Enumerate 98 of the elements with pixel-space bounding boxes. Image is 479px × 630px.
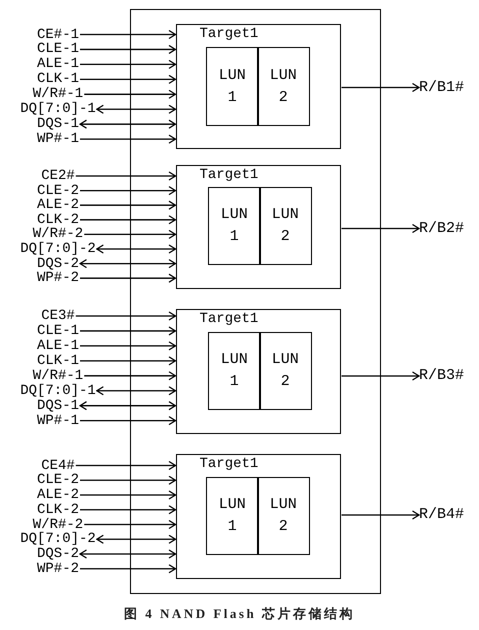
signal-label: CLK-1 xyxy=(36,354,79,368)
signal-label: CE4# xyxy=(41,458,75,472)
arrow xyxy=(80,200,176,210)
double-arrow xyxy=(96,386,176,396)
signal-label: W/R#-2 xyxy=(32,518,84,532)
signal-label: WP#-1 xyxy=(36,414,79,428)
signal-label: W/R#-1 xyxy=(32,87,84,102)
signal-label: WP#-2 xyxy=(36,271,79,286)
signal-label: CE2# xyxy=(41,169,75,183)
signal-label: WP#-2 xyxy=(36,562,79,576)
arrow xyxy=(80,416,176,426)
lun-box xyxy=(206,477,258,555)
signal-label: R/B3# xyxy=(419,368,464,384)
arrow xyxy=(80,74,176,84)
arrow xyxy=(342,510,420,520)
arrow xyxy=(80,60,176,69)
signal-label: CLE-2 xyxy=(36,473,79,488)
signal-label: CLE-1 xyxy=(36,324,79,338)
arrow xyxy=(342,82,420,92)
double-arrow xyxy=(79,549,176,559)
lun-box xyxy=(257,477,310,555)
target-box xyxy=(176,454,340,578)
double-arrow xyxy=(96,534,176,544)
signal-label: DQS-1 xyxy=(36,117,79,132)
signal-label: ALE-2 xyxy=(36,198,79,212)
double-arrow xyxy=(79,259,176,268)
lun-box xyxy=(257,47,310,126)
arrow xyxy=(80,341,176,350)
target-label: Target1 xyxy=(200,456,258,472)
signal-label: CE#-1 xyxy=(36,28,79,42)
lun-label: LUN 2 xyxy=(270,495,297,537)
arrow xyxy=(80,186,176,196)
signal-label: DQ[7:0]-1 xyxy=(20,384,96,398)
arrow xyxy=(80,134,176,144)
arrow xyxy=(76,311,176,321)
double-arrow xyxy=(96,244,176,254)
target-box xyxy=(176,164,340,288)
signal-label: W/R#-1 xyxy=(32,368,84,383)
signal-label: R/B1# xyxy=(419,80,464,96)
signal-label: DQS-2 xyxy=(36,256,79,271)
signal-label: ALE-1 xyxy=(36,338,79,353)
arrow xyxy=(76,460,176,470)
signal-label: DQS-2 xyxy=(36,547,79,561)
signal-label: DQ[7:0]-2 xyxy=(20,532,96,546)
arrow xyxy=(80,356,176,366)
lun-box xyxy=(259,187,312,265)
signal-label: CE3# xyxy=(41,309,75,323)
arrow xyxy=(80,326,176,336)
signal-label: DQ[7:0]-2 xyxy=(20,242,96,256)
arrow xyxy=(80,505,176,514)
arrow xyxy=(80,490,176,500)
lun-box xyxy=(208,332,260,410)
signal-label: DQ[7:0]-1 xyxy=(20,102,96,116)
double-arrow xyxy=(79,120,176,129)
arrow xyxy=(80,44,176,54)
arrow xyxy=(80,274,176,283)
arrow xyxy=(84,90,176,99)
arrow xyxy=(84,371,176,380)
lun-label: LUN 1 xyxy=(220,350,248,392)
signal-label: DQS-1 xyxy=(36,398,79,413)
lun-box xyxy=(208,187,260,265)
arrow xyxy=(80,476,176,485)
signal-label: W/R#-2 xyxy=(32,227,84,242)
target-label: Target1 xyxy=(200,26,258,42)
double-arrow xyxy=(79,401,176,410)
arrow xyxy=(342,371,420,381)
arrow xyxy=(76,171,176,181)
signal-label: CLK-1 xyxy=(36,72,79,86)
arrow xyxy=(342,224,420,234)
signal-label: CLK-2 xyxy=(36,502,79,517)
lun-label: LUN 2 xyxy=(270,66,297,108)
figure-caption: 图 4 NAND Flash 芯片存储结构 xyxy=(124,605,355,623)
arrow xyxy=(80,215,176,224)
signal-label: R/B2# xyxy=(419,220,464,236)
target-box xyxy=(176,24,340,148)
lun-label: LUN 2 xyxy=(272,205,299,247)
signal-label: CLE-1 xyxy=(36,42,79,56)
target-label: Target1 xyxy=(200,166,258,182)
target-label: Target1 xyxy=(200,310,258,326)
signal-label: CLK-2 xyxy=(36,212,79,227)
arrow xyxy=(84,520,176,530)
signal-label: WP#-1 xyxy=(36,132,79,146)
lun-box xyxy=(259,332,312,410)
arrow xyxy=(84,230,176,239)
chip-box xyxy=(130,9,381,594)
target-box xyxy=(176,308,340,434)
lun-label: LUN 1 xyxy=(218,495,246,537)
lun-box xyxy=(206,47,258,126)
arrow xyxy=(80,564,176,574)
signal-label: ALE-2 xyxy=(36,488,79,502)
signal-label: CLE-2 xyxy=(36,184,79,198)
lun-label: LUN 1 xyxy=(220,205,248,247)
signal-label: ALE-1 xyxy=(36,57,79,72)
lun-label: LUN 1 xyxy=(218,66,246,108)
lun-label: LUN 2 xyxy=(272,350,299,392)
arrow xyxy=(80,30,176,40)
signal-label: R/B4# xyxy=(419,507,464,523)
double-arrow xyxy=(96,104,176,114)
